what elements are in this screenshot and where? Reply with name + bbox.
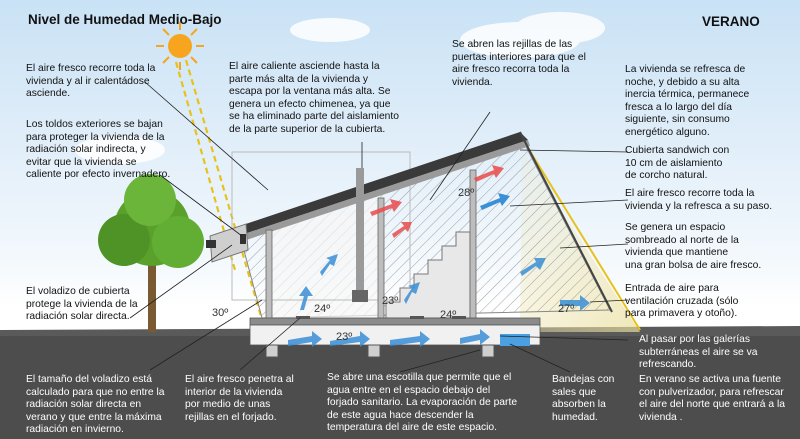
note-hatch-water: Se abre una escotilla que permite que el…	[327, 372, 532, 435]
note-awnings: Los toldos exteriores se bajan para prot…	[26, 119, 201, 182]
temp-living-left: 24º	[314, 303, 330, 315]
temp-living-right: 24º	[440, 309, 456, 321]
temp-outside-left: 30º	[212, 307, 228, 319]
note-salt-trays: Bandejas con sales que absorben la humed…	[552, 374, 630, 424]
note-fresh-air-passes: El aire fresco recorre toda la vivienda …	[625, 188, 800, 213]
note-interior-grilles: Se abren las rejillas de las puertas int…	[452, 39, 602, 89]
diagram-title: Nivel de Humedad Medio-Bajo	[28, 12, 222, 27]
note-chimney-effect: El aire caliente asciende hasta la parte…	[229, 61, 419, 137]
note-eave-size: El tamaño del voladizo está calculado pa…	[26, 374, 186, 437]
note-sandwich-roof: Cubierta sandwich con 10 cm de aislamien…	[625, 145, 795, 183]
note-night-cooling: La vivienda se refresca de noche, y debi…	[625, 64, 795, 140]
temp-floor-void: 23º	[336, 331, 352, 343]
temp-outside-right: 27º	[558, 303, 574, 315]
note-fresh-air-rises: El aire fresco recorre toda la vivienda …	[26, 63, 186, 101]
note-north-shade: Se genera un espacio sombreado al norte …	[625, 222, 800, 272]
note-eave: El voladizo de cubierta protege la vivie…	[26, 286, 181, 324]
note-galleries: Al pasar por las galerías subterráneas e…	[639, 334, 799, 372]
temp-center: 23º	[382, 295, 398, 307]
note-fountain: En verano se activa una fuente con pulve…	[639, 374, 800, 424]
note-cross-ventilation: Entrada de aire para ventilación cruzada…	[625, 283, 800, 321]
note-floor-grilles: El aire fresco penetra al interior de la…	[185, 374, 315, 424]
temp-roof-peak: 28º	[458, 187, 474, 199]
season-label: VERANO	[702, 14, 760, 29]
